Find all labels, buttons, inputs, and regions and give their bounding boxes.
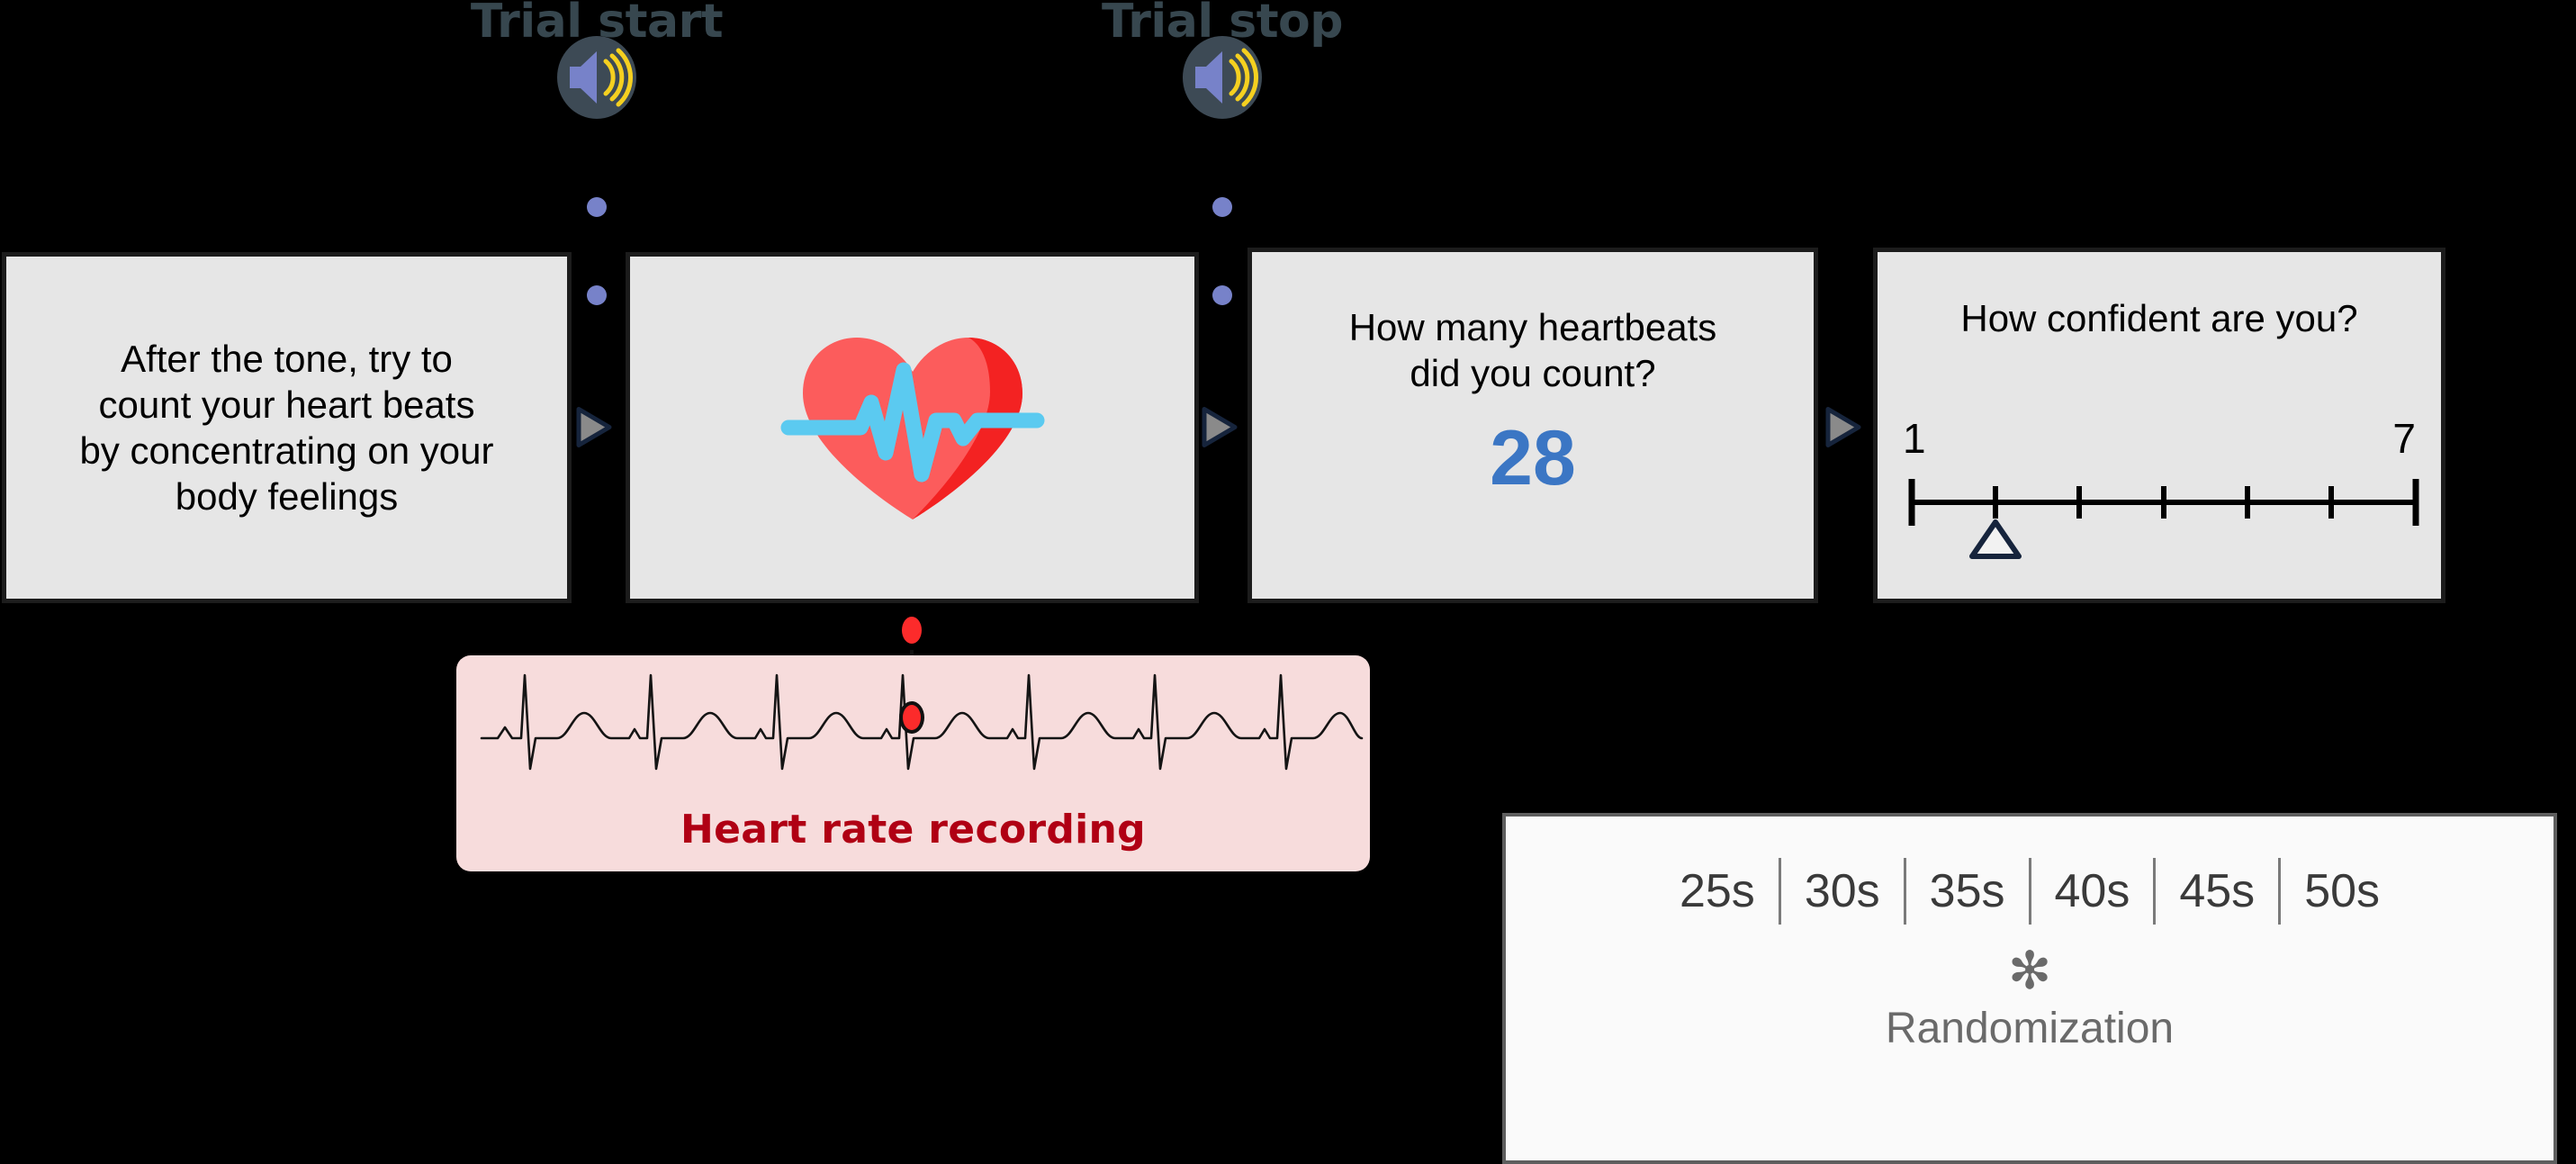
- instruction-text: After the tone, try to count your heart …: [68, 336, 507, 520]
- duration-separator: [1778, 858, 1781, 925]
- confidence-max-label: 7: [2392, 415, 2416, 462]
- confidence-marker-triangle[interactable]: [1969, 519, 2022, 559]
- instruction-line-2: count your heart beats: [98, 383, 475, 426]
- randomization-duration-row: 25s 30s 35s 40s 45s 50s: [1656, 858, 2403, 925]
- flow-arrow-2: [1202, 407, 1238, 453]
- count-value: 28: [1490, 415, 1576, 502]
- connector-dot-start-lower: [587, 285, 607, 305]
- arrow-right-icon: [1825, 407, 1861, 447]
- confidence-scale-svg[interactable]: [1878, 461, 2450, 560]
- instruction-line-3: by concentrating on your: [79, 429, 494, 472]
- count-question-line-1: How many heartbeats: [1348, 306, 1717, 348]
- count-question: How many heartbeats did you count?: [1337, 304, 1730, 396]
- arrow-right-icon: [1202, 407, 1238, 447]
- speaker-icon-trial-stop: [1179, 34, 1265, 125]
- duration-option-45s[interactable]: 45s: [2179, 865, 2256, 917]
- randomization-panel: 25s 30s 35s 40s 45s 50s ✻ Randomization: [1502, 813, 2557, 1164]
- duration-separator: [2153, 858, 2157, 925]
- confidence-min-label: 1: [1903, 415, 1926, 462]
- duration-separator: [1903, 858, 1906, 925]
- count-question-line-2: did you count?: [1410, 352, 1656, 395]
- stimulus-box-heart: [626, 252, 1199, 603]
- stimulus-box-instruction: After the tone, try to count your heart …: [2, 252, 572, 603]
- arrow-right-icon: [576, 407, 612, 447]
- ecg-panel-title: Heart rate recording: [680, 807, 1146, 853]
- confidence-question: How confident are you?: [1948, 295, 2370, 341]
- speaker-icon-svg: [557, 36, 636, 119]
- connector-dot-start-upper: [587, 197, 607, 217]
- duration-option-35s[interactable]: 35s: [1929, 865, 2005, 917]
- stimulus-box-count: How many heartbeats did you count? 28: [1247, 248, 1818, 603]
- duration-option-40s[interactable]: 40s: [2054, 865, 2130, 917]
- ecg-marker-top-dot: [902, 617, 922, 644]
- duration-separator: [2028, 858, 2031, 925]
- duration-separator: [2278, 858, 2282, 925]
- duration-option-30s[interactable]: 30s: [1804, 865, 1880, 917]
- duration-option-25s[interactable]: 25s: [1679, 865, 1755, 917]
- confidence-endpoint-labels: 1 7: [1903, 414, 2416, 462]
- speaker-icon-svg: [1183, 36, 1262, 119]
- stimulus-box-confidence: How confident are you? 1 7: [1873, 248, 2445, 603]
- asterisk-icon: ✻: [2007, 940, 2052, 1001]
- confidence-question-line-1: How confident are you?: [1960, 297, 2358, 339]
- confidence-scale[interactable]: 1 7: [1878, 414, 2441, 560]
- ecg-marker-ring: [899, 701, 924, 734]
- instruction-line-1: After the tone, try to: [121, 337, 453, 380]
- connector-dot-stop-upper: [1212, 197, 1232, 217]
- connector-dot-stop-lower: [1212, 285, 1232, 305]
- flow-arrow-1: [576, 407, 612, 453]
- instruction-line-4: body feelings: [175, 475, 399, 519]
- ecg-waveform: [480, 673, 1364, 771]
- speaker-icon-trial-start: [554, 34, 640, 125]
- heart-pulse-icon: [780, 338, 1044, 519]
- flow-arrow-3: [1825, 407, 1861, 453]
- randomization-caption: Randomization: [1885, 1005, 2175, 1052]
- ecg-recording-panel: Heart rate recording: [456, 655, 1370, 871]
- duration-option-50s[interactable]: 50s: [2304, 865, 2381, 917]
